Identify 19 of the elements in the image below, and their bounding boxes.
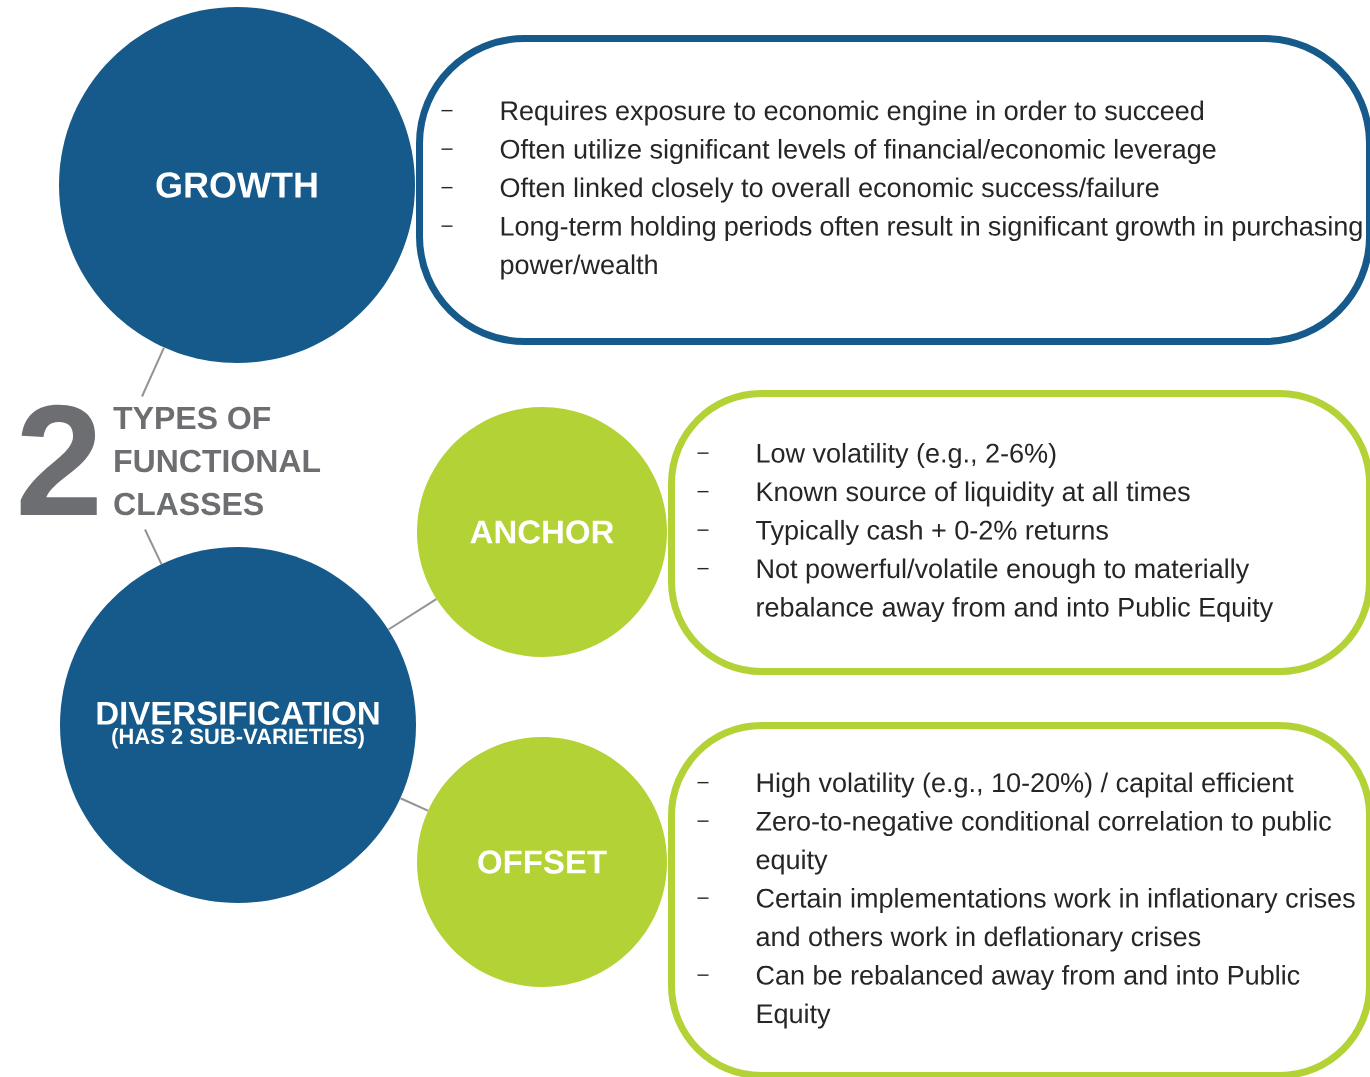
bullet-item: High volatility (e.g., 10-20%) / capital efficient <box>696 772 1294 798</box>
text-box <box>668 390 1370 675</box>
bullet-item: Typically cash + 0-2% returns <box>696 519 1108 546</box>
text-box <box>416 35 1370 345</box>
connector-line <box>141 346 165 398</box>
connector-line <box>144 528 163 566</box>
bullet-item: Certain implementations work in inflationary crises and others work in deflationary crises <box>696 887 1355 952</box>
bullet-item: Not powerful/volatile enough to materially rebalance away from and into Public Equity <box>696 558 1274 623</box>
connector-line <box>399 797 429 812</box>
bullet-item: Low volatility (e.g., 2-6%) <box>696 442 1056 469</box>
bullet-item: Requires exposure to economic engine in order to succeed <box>440 100 1204 126</box>
text-box <box>668 722 1370 1077</box>
connector-line <box>387 598 438 631</box>
bullet-item: Often utilize significant levels of financial/economic leverage <box>440 138 1216 165</box>
bullet-item: Long-term holding periods often result in significant growth in purchasing power/wealth <box>440 215 1362 280</box>
bullet-item: Can be rebalanced away from and into Public Equity <box>696 964 1300 1029</box>
bullet-item: Often linked closely to overall economic success/failure <box>440 177 1159 203</box>
bullet-item: Zero-to-negative conditional correlation to public equity <box>696 810 1331 875</box>
bullet-item: Known source of liquidity at all times <box>696 481 1190 507</box>
